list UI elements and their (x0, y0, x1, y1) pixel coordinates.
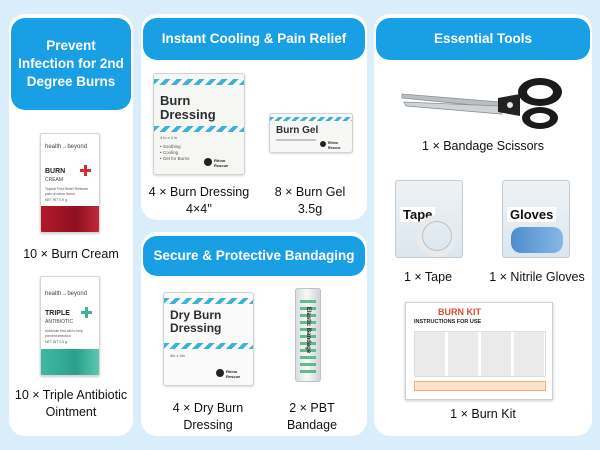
burn-cream-red-band (41, 206, 99, 232)
dry-dressing-caption: 4 × Dry Burn Dressing (172, 401, 244, 432)
burn-kit-caption: 1 × Burn Kit (450, 407, 516, 421)
burn-kit-subtitle: INSTRUCTIONS FOR USE (414, 319, 482, 325)
burn-kit-title: BURN KIT (438, 307, 481, 317)
burn-cream-weight: NET WT 0.9 g (45, 198, 68, 202)
gloves-caption: 1 × Nitrile Gloves (489, 270, 585, 284)
burn-dressing-size: 4 in x 4 in (160, 135, 178, 140)
dry-dressing-pack: Dry Burn Dressing 4in x 4in Rhino Rescue (163, 292, 254, 386)
burn-dressing-bullet-1: • Soothing (160, 144, 181, 149)
bandage-scissors-icon (401, 78, 562, 129)
pbt-label: Elastic Bandage (305, 306, 311, 354)
burn-dressing-bullet-2: • Cooling (160, 150, 179, 155)
burn-dressing-bullet-3: • Gel for Burns (160, 156, 190, 161)
burn-dressing-caption: 4 × Burn Dressing 4×4'' (148, 185, 250, 216)
burn-gel-packet: Burn Gel Rhino Rescue (269, 113, 353, 153)
gloves-label: Gloves (507, 207, 557, 222)
cooling-header: Instant Cooling & Pain Relief (143, 18, 365, 60)
red-cross-icon (80, 165, 91, 176)
triple-desc: Antibiotic first aid to help prevent inf… (45, 329, 83, 338)
dry-dressing-logo: Rhino Rescue (226, 369, 241, 380)
burn-cream-brand: health→beyond (45, 144, 88, 150)
burn-cream-caption: 10 × Burn Cream (23, 247, 119, 261)
infection-header: Prevent Infection for 2nd Degree Burns (11, 18, 131, 110)
triple-name: TRIPLE (45, 310, 70, 317)
burn-dressing-title: Burn Dressing (160, 93, 216, 122)
tape-caption: 1 × Tape (403, 270, 453, 284)
gloves-bag: Gloves (502, 180, 570, 258)
pbt-caption: 2 × PBT Bandage (286, 401, 338, 432)
burn-kit-steps (414, 331, 546, 377)
burn-gel-caption: 8 × Burn Gel 3.5g (274, 185, 346, 216)
green-cross-icon (81, 307, 92, 318)
rhino-logo-icon (204, 158, 212, 166)
dry-dressing-title: Dry Burn Dressing (170, 308, 222, 336)
glove-icon (511, 227, 563, 253)
burn-gel-logo: Rhino Rescue (328, 141, 341, 150)
triple-antibiotic-sachet: health→beyond TRIPLE ANTIBIOTIC Antibiot… (40, 276, 100, 376)
scissors-caption: 1 × Bandage Scissors (422, 139, 544, 153)
burn-cream-name: BURN (45, 168, 66, 175)
burn-dressing-logo: Rhino Rescue (214, 158, 229, 169)
rhino-logo-icon (320, 141, 326, 147)
bandaging-header: Secure & Protective Bandaging (143, 236, 365, 276)
triple-weight: NET WT 0.9 g (45, 340, 68, 344)
burn-cream-sub: CREAM (45, 177, 64, 183)
tape-bag: Tape (395, 180, 463, 258)
rhino-logo-icon (216, 369, 224, 377)
burn-cream-sachet: health→beyond BURN CREAM Topical First R… (40, 133, 100, 233)
tools-header: Essential Tools (376, 18, 590, 60)
triple-brand: health→beyond (45, 291, 88, 297)
triple-sub: ANTIBIOTIC (45, 319, 74, 325)
burn-dressing-pack: Burn Dressing 4 in x 4 in • Soothing • C… (153, 73, 245, 175)
tape-roll-icon (416, 215, 458, 257)
burn-cream-desc: Topical First Relief Relieves pain of mi… (45, 187, 88, 196)
burn-gel-title: Burn Gel (276, 125, 319, 136)
burn-kit-card: BURN KIT INSTRUCTIONS FOR USE (405, 302, 553, 400)
dry-dressing-size: 4in x 4in (170, 353, 185, 358)
triple-caption: 10 × Triple Antibiotic Ointment (14, 388, 128, 419)
triple-teal-band (41, 349, 99, 375)
pbt-bandage-roll: Elastic Bandage (295, 288, 321, 382)
burn-kit-warning-bar (414, 381, 546, 391)
